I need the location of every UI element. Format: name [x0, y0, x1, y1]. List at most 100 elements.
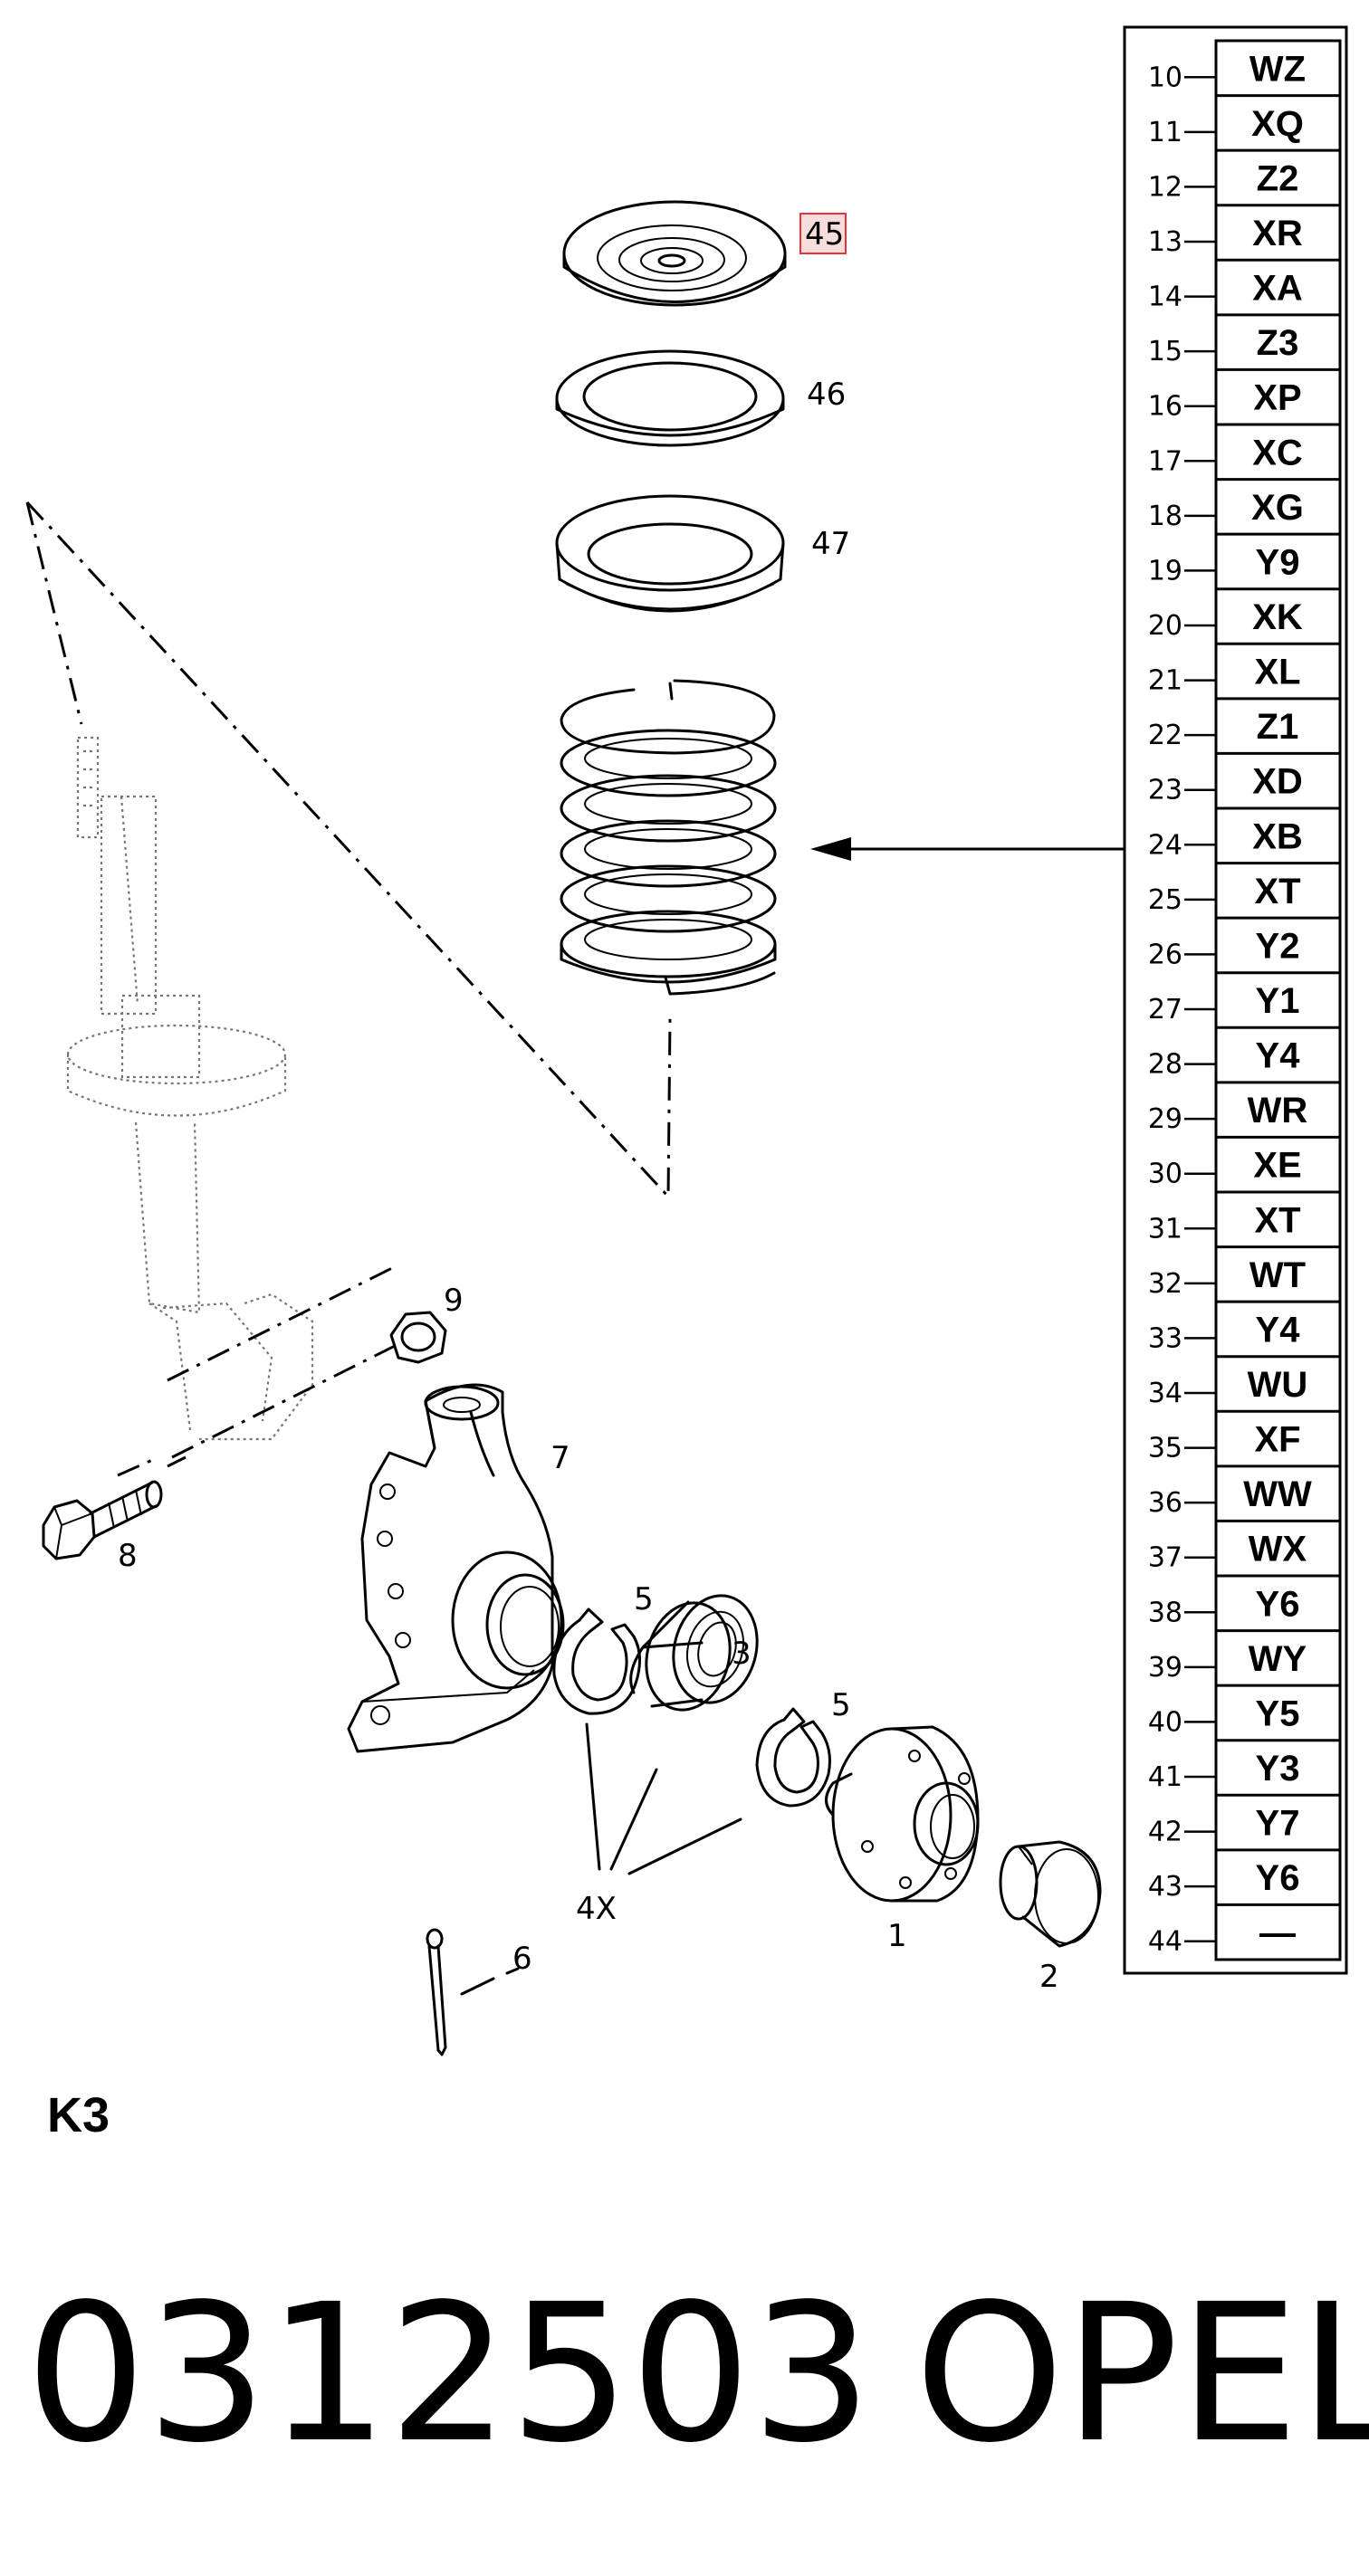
- table-row-code: Y5: [1256, 1693, 1300, 1733]
- table-row-code: XD: [1252, 762, 1303, 802]
- part-46-bearing-ring: [555, 349, 785, 447]
- table-row-code: XT: [1254, 872, 1300, 911]
- table-row-code: XQ: [1251, 104, 1304, 144]
- callout-5b: 5: [831, 1687, 851, 1723]
- part-3-wheel-bearing: [629, 1594, 759, 1712]
- part-2-dust-cap: [999, 1840, 1102, 1948]
- part-45-strut-mount: [562, 200, 787, 307]
- table-row-number: 41: [1148, 1761, 1182, 1793]
- table-row-number: 44: [1148, 1926, 1182, 1958]
- coil-spring: [560, 679, 777, 996]
- table-row-number: 18: [1148, 501, 1182, 532]
- part-8-bolt: [42, 1480, 163, 1560]
- table-row-number: 14: [1148, 281, 1182, 313]
- table-row-number: 11: [1148, 117, 1182, 148]
- table-row-code: WZ: [1249, 49, 1306, 89]
- callout-1: 1: [887, 1918, 907, 1954]
- table-row-code: XP: [1253, 378, 1301, 418]
- table-row-code: Y4: [1256, 1310, 1301, 1350]
- callout-4x: 4X: [576, 1891, 617, 1927]
- table-row-code: WR: [1248, 1091, 1308, 1131]
- table-row-number: 17: [1148, 445, 1182, 477]
- callout-5a: 5: [634, 1581, 654, 1617]
- table-row-code: Y4: [1256, 1036, 1301, 1076]
- callout-9: 9: [444, 1283, 464, 1319]
- footer-part-number: 0312503: [25, 2263, 872, 2485]
- callout-47: 47: [811, 526, 850, 562]
- table-row-number: 22: [1148, 720, 1182, 751]
- table-row-number: 20: [1148, 610, 1182, 642]
- part-5-circlip-outer: [755, 1707, 831, 1808]
- arrow-table-to-spring: [810, 837, 1125, 861]
- table-row-code: XC: [1252, 433, 1303, 472]
- part-1-wheel-hub: [825, 1725, 980, 1903]
- table-row-number: 19: [1148, 555, 1182, 587]
- spring-code-column: [1214, 39, 1342, 1961]
- table-row-number: 38: [1148, 1597, 1182, 1628]
- callout-6: 6: [512, 1941, 532, 1977]
- table-row-code: XB: [1252, 816, 1303, 856]
- table-row-code: XF: [1254, 1420, 1300, 1460]
- table-row-number: 16: [1148, 391, 1182, 423]
- table-row-number: 32: [1148, 1268, 1182, 1300]
- callout-3: 3: [732, 1636, 752, 1672]
- table-row-number: 27: [1148, 994, 1182, 1026]
- callout-45-highlight: [799, 213, 847, 254]
- table-row-code: XK: [1252, 597, 1303, 637]
- assembly-guide-lines: [25, 501, 672, 1477]
- table-row-code: Y3: [1256, 1749, 1300, 1789]
- table-row-number: 42: [1148, 1817, 1182, 1848]
- part-7-steering-knuckle: [347, 1383, 565, 1753]
- group-label: K3: [47, 2088, 110, 2142]
- table-row-number: 10: [1148, 62, 1182, 93]
- table-row-number: 33: [1148, 1322, 1182, 1354]
- table-row-code: Z1: [1257, 707, 1299, 747]
- part-5-circlip-inner: [552, 1608, 641, 1715]
- table-row-number: 37: [1148, 1542, 1182, 1574]
- table-row-code: XE: [1253, 1146, 1301, 1186]
- table-row-code: Z2: [1257, 158, 1299, 198]
- callout-8: 8: [118, 1538, 138, 1574]
- table-row-code: XR: [1252, 214, 1303, 253]
- table-row-number: 24: [1148, 829, 1182, 861]
- callout-45: 45: [805, 216, 844, 253]
- table-row-number: 36: [1148, 1487, 1182, 1519]
- spring-code-table-frame: [1123, 25, 1348, 1975]
- leader-lines-4x: [460, 1722, 742, 1996]
- table-row-code: Y7: [1256, 1804, 1300, 1844]
- table-row-code: Y1: [1256, 981, 1300, 1021]
- table-row-number: 26: [1148, 939, 1182, 970]
- table-row-number: 12: [1148, 171, 1182, 203]
- table-row-number: 31: [1148, 1213, 1182, 1245]
- table-row-number: 25: [1148, 884, 1182, 916]
- table-row-number: 23: [1148, 775, 1182, 806]
- strut-assembly-ghost: [66, 736, 314, 1441]
- table-row-number: 39: [1148, 1652, 1182, 1684]
- table-row-number: 30: [1148, 1159, 1182, 1190]
- table-row-number: 21: [1148, 665, 1182, 697]
- table-row-number: 13: [1148, 226, 1182, 258]
- table-row-code: WY: [1249, 1639, 1307, 1679]
- table-row-number: 15: [1148, 336, 1182, 367]
- part-47-spring-seat: [555, 494, 785, 613]
- table-row-number: 28: [1148, 1049, 1182, 1081]
- table-row-code: Y2: [1256, 926, 1300, 966]
- table-row-code: XG: [1251, 488, 1304, 528]
- table-row-code: —: [1259, 1913, 1296, 1953]
- table-row-code: WT: [1249, 1255, 1306, 1295]
- table-row-number: 43: [1148, 1871, 1182, 1903]
- table-row-code: Y6: [1256, 1858, 1300, 1898]
- table-row-code: XT: [1254, 1200, 1300, 1240]
- table-row-number: 40: [1148, 1706, 1182, 1738]
- table-row-number: 34: [1148, 1378, 1182, 1409]
- callout-labels: 45 46 47 9 7 8 5 3 5 4X 6 1 2: [118, 213, 1059, 1995]
- table-row-number: 35: [1148, 1433, 1182, 1465]
- table-row-code: Y9: [1256, 542, 1300, 582]
- footer-brand: OPEL: [914, 2263, 1369, 2485]
- table-row-code: WU: [1248, 1365, 1308, 1405]
- table-row-code: WX: [1249, 1530, 1307, 1569]
- table-row-number: 29: [1148, 1103, 1182, 1135]
- table-row-code: XL: [1254, 653, 1300, 692]
- table-row-code: XA: [1252, 269, 1303, 309]
